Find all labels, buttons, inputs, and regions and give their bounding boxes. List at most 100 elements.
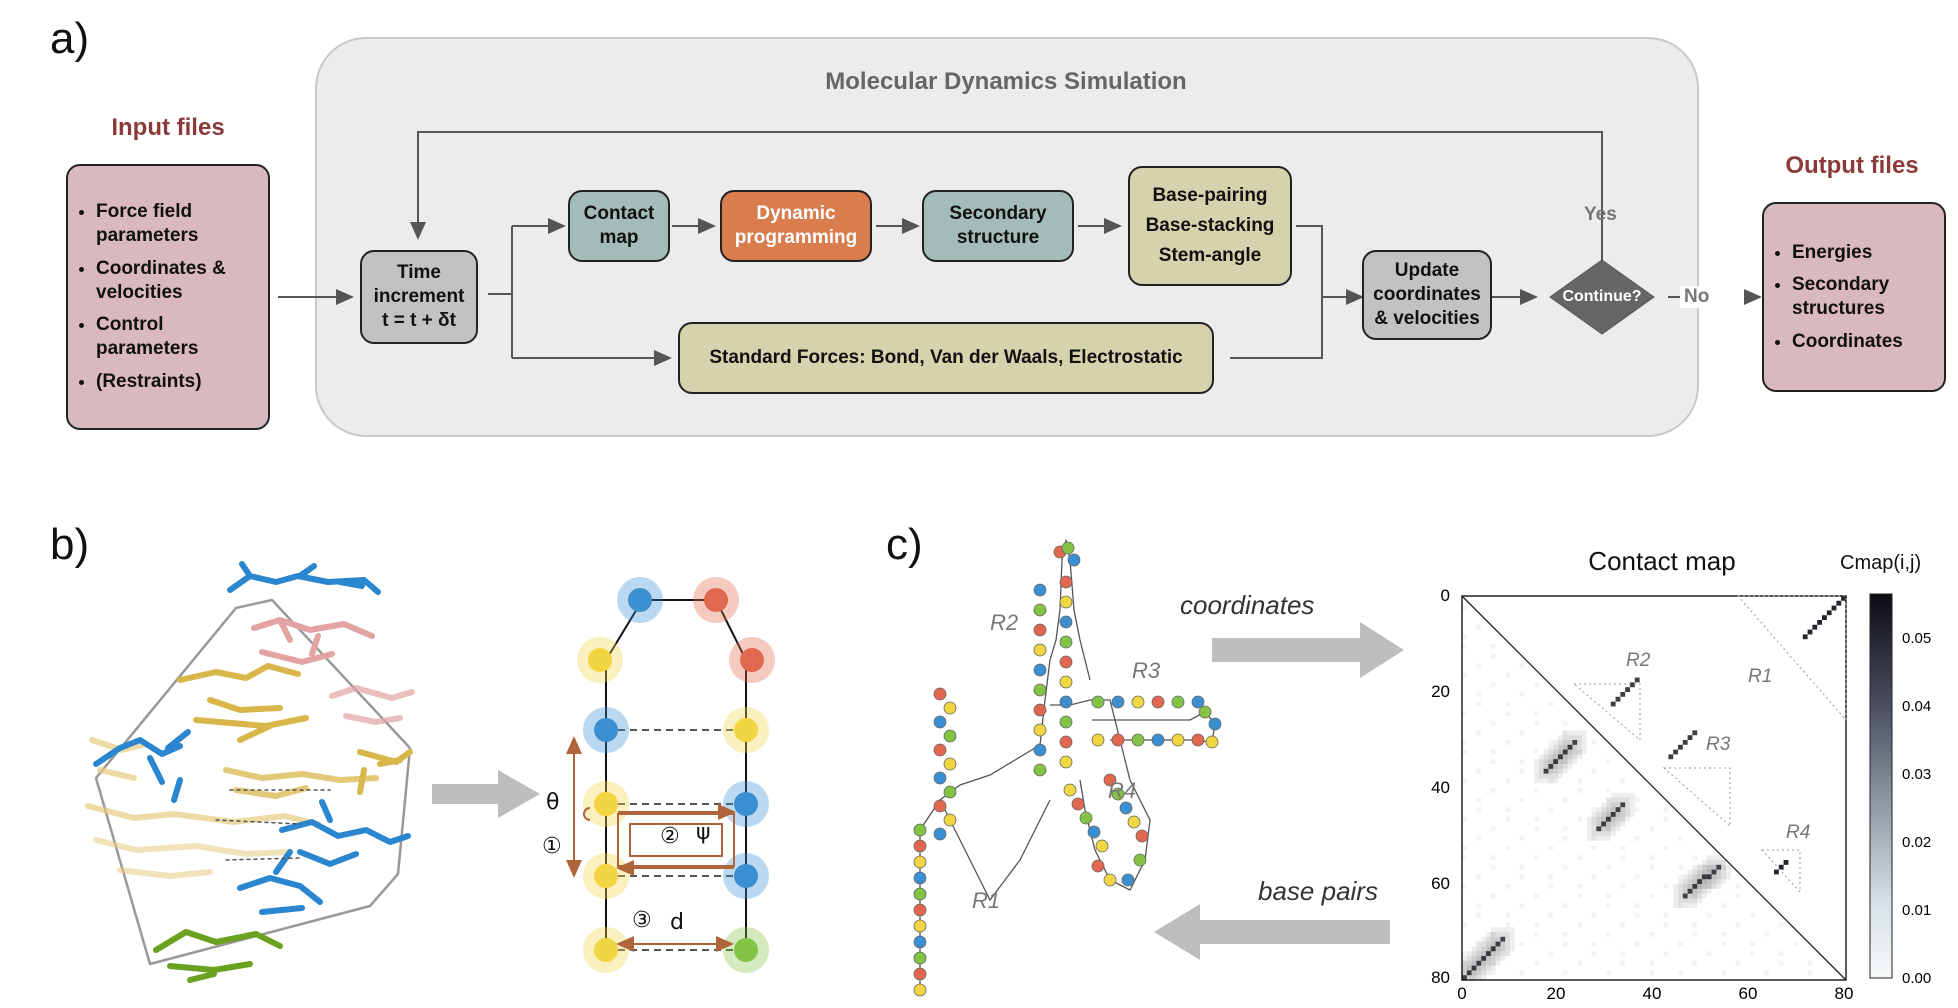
heatmap-cell [1471,970,1477,976]
heatmap-cell [1630,682,1635,688]
heatmap-cell [1634,941,1640,947]
heatmap-cell [1721,874,1726,880]
heatmap-cell [1548,749,1554,755]
nucleotide-bead [1059,595,1073,609]
heatmap-cell [1476,965,1482,971]
heatmap-cell [1711,864,1717,870]
heatmap-cell [1543,773,1549,779]
heatmap-cell [1625,807,1630,812]
heatmap-cell [1591,831,1597,836]
heatmap-cell [1471,975,1477,980]
heatmap-cell [1706,888,1712,894]
heatmap-cell [1774,869,1779,875]
heatmap-cell [1505,816,1510,822]
heatmap-cell [1534,778,1539,784]
heatmap-cell [1692,898,1698,904]
heatmap-cell [1562,749,1568,755]
heatmap-cell [1481,970,1486,976]
heatmap-cell [1586,826,1592,832]
heatmap-cell [1606,826,1611,832]
heatmap-cell [1505,932,1510,937]
heatmap-cell [1692,730,1698,736]
heatmap-cell [1606,836,1611,841]
heatmap-cell [1601,816,1606,822]
heatmap-cell [1678,864,1683,870]
heatmap-cell [1606,932,1611,937]
heatmap-cell [1505,912,1510,918]
nucleotide-bead [1033,743,1047,757]
heatmap-cell [1553,768,1558,774]
heatmap-cell [1577,754,1582,760]
heatmap-cell [1519,797,1525,803]
heatmap-cell [1586,831,1592,836]
heatmap-cell [1692,893,1698,899]
heatmap-cell [1606,807,1611,812]
heatmap-region-label: R2 [1626,650,1651,671]
nucleotide-bead [1121,873,1135,887]
heatmap-cell [1495,956,1501,961]
heatmap-cell [1716,860,1722,865]
heatmap-cell [1682,898,1688,904]
base-pairs-label: base pairs [1258,876,1378,906]
heatmap-cell [1620,778,1626,784]
heatmap-cell [1606,812,1611,817]
heatmap-cell [1490,644,1496,649]
heatmap-cell [1572,749,1578,755]
heatmap-cell [1596,821,1602,827]
heatmap-region-label: R1 [1748,666,1773,687]
heatmap-cell [1735,884,1741,889]
heatmap-cell [1697,893,1702,899]
ss-line: Secondary [949,203,1047,225]
heatmap-cell [1706,855,1712,860]
heatmap-cell [1649,855,1654,860]
heatmap-cell [1711,860,1717,865]
heatmap-cell [1567,749,1573,755]
heatmap-cell [1721,860,1726,865]
heatmap-cell [1505,941,1510,947]
heatmap-cell [1548,764,1554,769]
heatmap-cell [1610,807,1616,812]
heatmap-cell [1615,802,1621,808]
heatmap-cell [1702,879,1707,884]
heatmap-cell [1596,816,1602,822]
heatmap-cell [1519,941,1525,947]
heatmap-cell [1687,888,1693,894]
heatmap-cell [1486,956,1491,961]
heatmap-cell [1476,956,1482,961]
heatmap-cell [1606,816,1611,822]
heatmap-cell [1721,864,1726,870]
nucleotide-bead [1033,703,1047,717]
heatmap-cell [1562,759,1568,764]
heatmap-cell [1466,956,1472,961]
heatmap-cell [1490,951,1496,956]
heatmap-cell [1615,812,1621,817]
heatmap-cell [1716,874,1722,880]
heatmap-cell [1706,951,1712,956]
nucleotide-bead [1103,873,1117,887]
heatmap-cell [1706,874,1712,880]
heatmap-cell [1577,740,1582,745]
heatmap-cell [1553,754,1558,760]
heatmap-cell [1817,620,1822,625]
heatmap-cell [1553,759,1558,764]
heatmap-cell [1620,812,1626,817]
heatmap-cell [1601,816,1606,822]
heatmap-cell [1678,884,1683,889]
continue-diamond [1549,259,1655,335]
heatmap-cell [1692,874,1698,880]
heatmap-cell [1490,956,1496,961]
heatmap-cell [1558,744,1563,750]
heatmap-cell [1793,941,1798,947]
heatmap-cell [1620,792,1626,798]
heatmap-cell [1615,812,1621,817]
heatmap-cell [1687,879,1693,884]
heatmap-cell [1606,821,1611,827]
heatmap-cell [1591,821,1597,827]
heatmap-cell [1577,740,1582,745]
heatmap-cell [1606,821,1611,827]
heatmap-cell [1471,965,1477,971]
heatmap-cell [1481,956,1486,961]
heatmap-cell [1764,932,1770,937]
heatmap-cell [1486,960,1491,966]
heatmap-cell [1553,768,1558,774]
